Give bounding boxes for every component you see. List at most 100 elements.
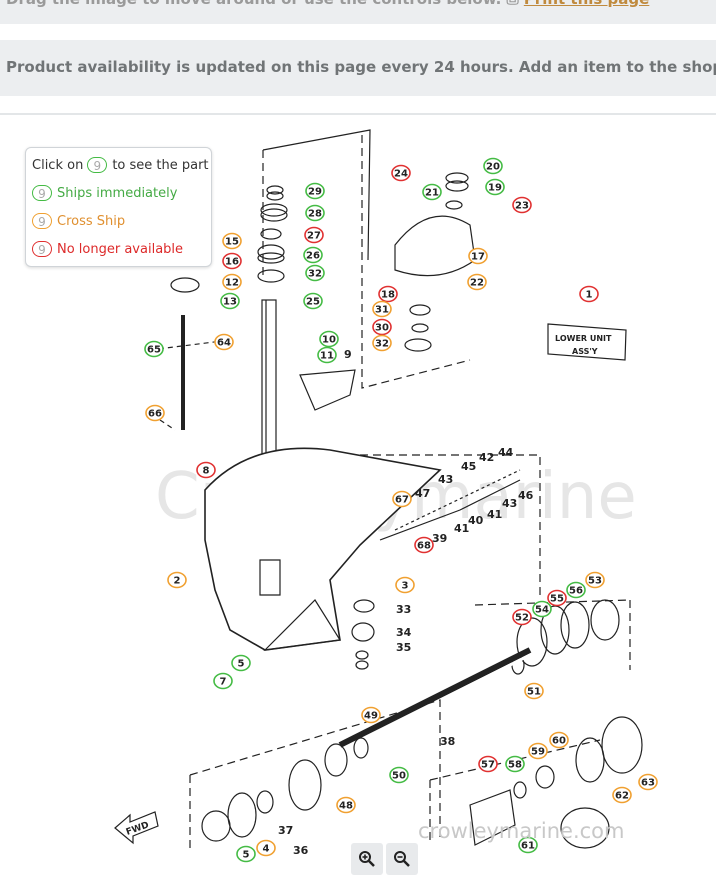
part-callout-26[interactable]: 26 bbox=[303, 246, 323, 264]
part-callout-3[interactable]: 3 bbox=[395, 576, 415, 594]
part-callout-ring[interactable] bbox=[612, 786, 632, 804]
part-callout-ring[interactable] bbox=[304, 226, 324, 244]
part-callout-7[interactable]: 7 bbox=[213, 672, 233, 690]
part-callout-number[interactable]: 23 bbox=[515, 201, 529, 212]
part-callout-ring[interactable] bbox=[549, 731, 569, 749]
part-callout-number[interactable]: 67 bbox=[395, 495, 409, 506]
part-callout-53[interactable]: 53 bbox=[585, 571, 605, 589]
part-callout-ring[interactable] bbox=[518, 836, 538, 854]
part-callout-32[interactable]: 32 bbox=[305, 264, 325, 282]
part-callout-ring[interactable] bbox=[638, 773, 658, 791]
part-callout-number[interactable]: 28 bbox=[308, 209, 322, 220]
part-callout-ring[interactable] bbox=[361, 706, 381, 724]
part-callout-ring[interactable] bbox=[566, 581, 586, 599]
part-callout-number[interactable]: 66 bbox=[148, 409, 162, 420]
part-callout-ring[interactable] bbox=[372, 318, 392, 336]
part-callout-number[interactable]: 58 bbox=[508, 760, 522, 771]
part-callout-ring[interactable] bbox=[303, 292, 323, 310]
part-callout-65[interactable]: 65 bbox=[144, 340, 164, 358]
part-callout-number[interactable]: 26 bbox=[306, 251, 320, 262]
part-callout-ring[interactable] bbox=[372, 334, 392, 352]
part-callout-number[interactable]: 16 bbox=[225, 257, 239, 268]
part-callout-number[interactable]: 52 bbox=[515, 613, 529, 624]
part-callout-number[interactable]: 31 bbox=[375, 305, 389, 316]
part-callout-48[interactable]: 48 bbox=[336, 796, 356, 814]
part-callout-number[interactable]: 25 bbox=[306, 297, 320, 308]
part-callout-ring[interactable] bbox=[213, 672, 233, 690]
part-callout-ring[interactable] bbox=[196, 461, 216, 479]
part-callout-number[interactable]: 1 bbox=[586, 290, 593, 301]
part-callout-ring[interactable] bbox=[144, 340, 164, 358]
part-callout-number[interactable]: 11 bbox=[320, 351, 334, 362]
part-callout-number[interactable]: 56 bbox=[569, 586, 583, 597]
part-callout-11[interactable]: 11 bbox=[317, 346, 337, 364]
part-callout-number[interactable]: 64 bbox=[217, 338, 231, 349]
part-callout-ring[interactable] bbox=[389, 766, 409, 784]
part-callout-ring[interactable] bbox=[512, 196, 532, 214]
part-callout-number[interactable]: 13 bbox=[223, 297, 237, 308]
part-callout-ring[interactable] bbox=[145, 404, 165, 422]
part-callout-18[interactable]: 18 bbox=[378, 285, 398, 303]
part-callout-ring[interactable] bbox=[319, 330, 339, 348]
part-callout-12[interactable]: 12 bbox=[222, 273, 242, 291]
part-callout-21[interactable]: 21 bbox=[422, 183, 442, 201]
part-callout-number[interactable]: 59 bbox=[531, 747, 545, 758]
part-callout-ring[interactable] bbox=[220, 292, 240, 310]
part-callout-ring[interactable] bbox=[422, 183, 442, 201]
part-callout-number[interactable]: 22 bbox=[470, 278, 484, 289]
part-callout-number[interactable]: 8 bbox=[203, 466, 210, 477]
part-callout-number[interactable]: 32 bbox=[308, 269, 322, 280]
print-link[interactable]: Print this page bbox=[524, 0, 650, 8]
part-callout-66[interactable]: 66 bbox=[145, 404, 165, 422]
part-callout-ring[interactable] bbox=[305, 204, 325, 222]
part-callout-number[interactable]: 19 bbox=[488, 183, 502, 194]
part-callout-ring[interactable] bbox=[391, 164, 411, 182]
part-callout-30[interactable]: 30 bbox=[372, 318, 392, 336]
part-callout-ring[interactable] bbox=[317, 346, 337, 364]
part-callout-ring[interactable] bbox=[236, 845, 256, 863]
part-callout-number[interactable]: 21 bbox=[425, 188, 439, 199]
part-callout-ring[interactable] bbox=[305, 182, 325, 200]
part-callout-ring[interactable] bbox=[378, 285, 398, 303]
part-callout-61[interactable]: 61 bbox=[518, 836, 538, 854]
part-callout-28[interactable]: 28 bbox=[305, 204, 325, 222]
part-callout-ring[interactable] bbox=[167, 571, 187, 589]
part-callout-ring[interactable] bbox=[214, 333, 234, 351]
part-callout-5[interactable]: 5 bbox=[231, 654, 251, 672]
part-callout-ring[interactable] bbox=[478, 755, 498, 773]
part-callout-number[interactable]: 63 bbox=[641, 778, 655, 789]
part-callout-ring[interactable] bbox=[485, 178, 505, 196]
part-callout-number[interactable]: 5 bbox=[243, 850, 250, 861]
part-callout-19[interactable]: 19 bbox=[485, 178, 505, 196]
part-callout-ring[interactable] bbox=[467, 273, 487, 291]
part-callout-ring[interactable] bbox=[303, 246, 323, 264]
part-callout-52[interactable]: 52 bbox=[512, 608, 532, 626]
part-callout-51[interactable]: 51 bbox=[524, 682, 544, 700]
part-callout-ring[interactable] bbox=[372, 300, 392, 318]
part-callout-number[interactable]: 48 bbox=[339, 801, 353, 812]
part-callout-25[interactable]: 25 bbox=[303, 292, 323, 310]
part-callout-58[interactable]: 58 bbox=[505, 755, 525, 773]
part-callout-ring[interactable] bbox=[512, 608, 532, 626]
part-callout-15[interactable]: 15 bbox=[222, 232, 242, 250]
print-icon[interactable]: ⎙ bbox=[507, 0, 519, 8]
part-callout-ring[interactable] bbox=[231, 654, 251, 672]
part-callout-23[interactable]: 23 bbox=[512, 196, 532, 214]
part-callout-54[interactable]: 54 bbox=[532, 600, 552, 618]
part-callout-number[interactable]: 17 bbox=[471, 252, 485, 263]
part-callout-ring[interactable] bbox=[395, 576, 415, 594]
part-callout-number[interactable]: 27 bbox=[307, 231, 321, 242]
part-callout-68[interactable]: 68 bbox=[414, 536, 434, 554]
part-callout-ring[interactable] bbox=[532, 600, 552, 618]
part-callout-number[interactable]: 30 bbox=[375, 323, 389, 334]
part-callout-number[interactable]: 5 bbox=[238, 659, 245, 670]
part-callout-number[interactable]: 61 bbox=[521, 841, 535, 852]
part-callout-ring[interactable] bbox=[222, 273, 242, 291]
part-callout-ring[interactable] bbox=[305, 264, 325, 282]
part-callout-number[interactable]: 18 bbox=[381, 290, 395, 301]
part-callout-ring[interactable] bbox=[524, 682, 544, 700]
part-callout-10[interactable]: 10 bbox=[319, 330, 339, 348]
part-callout-number[interactable]: 24 bbox=[394, 169, 408, 180]
part-callout-number[interactable]: 4 bbox=[263, 844, 270, 855]
part-callout-ring[interactable] bbox=[579, 285, 599, 303]
